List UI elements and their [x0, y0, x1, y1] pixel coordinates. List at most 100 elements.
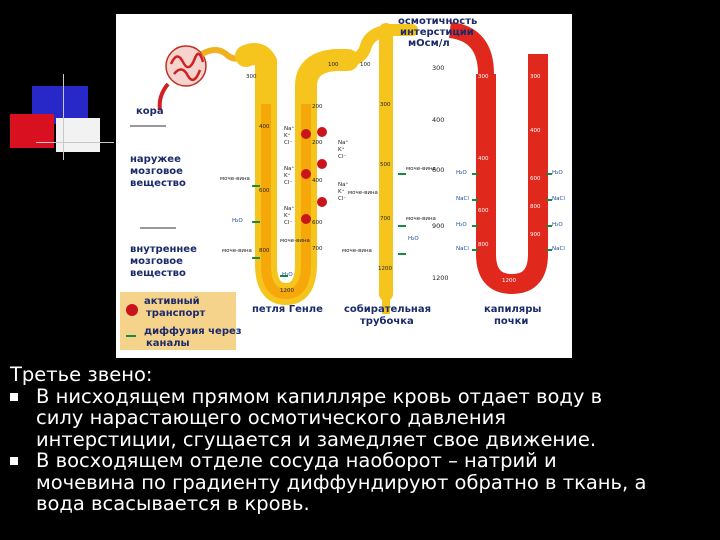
capillary-value: 600	[478, 208, 489, 214]
capillary-value: 800	[530, 204, 541, 210]
capillary-value: 400	[530, 128, 541, 134]
legend-active-2: транспорт	[146, 308, 205, 319]
ion-label: Cl⁻	[284, 140, 292, 146]
urea-label: моче-вина	[406, 166, 436, 172]
caption-capillaries-2: почки	[494, 316, 528, 327]
loop-value: 200	[312, 140, 323, 146]
caption-loop-of-henle: петля Генле	[252, 304, 323, 315]
salt-label: NaCl	[552, 196, 565, 202]
caption-capillaries-1: капиляры	[484, 304, 541, 315]
zone-cortex-label: кора	[136, 106, 164, 117]
active-transport-icon	[126, 304, 138, 316]
capillary-value: 400	[478, 156, 489, 162]
urea-label: моче-вина	[280, 238, 310, 244]
bullet-square-icon	[10, 392, 18, 401]
ion-labels: Na⁺ K⁺ Cl⁻ Na⁺ K⁺ Cl⁻ Na⁺ K⁺ Cl⁻ Na⁺ K⁺ …	[284, 125, 348, 226]
ion-label: Cl⁻	[284, 220, 292, 226]
capillary-values: 300 300 400 400 600 600 800 800 900 1200	[478, 74, 541, 284]
water-salt-labels: H₂O H₂O H₂O H₂O NaCl H₂O NaCl H₂O NaCl H…	[232, 170, 565, 278]
zone-inner-label-3: вещество	[130, 268, 186, 279]
loop-value: 400	[259, 124, 270, 130]
urea-label: моче-вина	[406, 216, 436, 222]
urea-labels: моче-вина моче-вина моче-вина моче-вина …	[220, 166, 436, 254]
slide-title: Третье звено:	[10, 363, 153, 386]
ion-label: K⁺	[284, 132, 291, 139]
duct-value: 100	[360, 62, 371, 68]
scale-value: 600	[432, 166, 444, 174]
ion-label: K⁺	[338, 146, 345, 153]
loop-value: 300	[246, 74, 257, 80]
header-line-3: мОсм/л	[408, 38, 450, 49]
bullet-line: интерстиции, сгущается и замедляет свое …	[36, 427, 597, 451]
decor-horizontal-line	[36, 142, 114, 143]
urea-label: моче-вина	[342, 248, 372, 254]
duct-value: 300	[380, 102, 391, 108]
loop-value: 800	[259, 248, 270, 254]
legend-diffusion-1: диффузия через	[144, 325, 242, 337]
water-label: H₂O	[456, 170, 467, 176]
zone-outer-label-2: мозговое	[130, 166, 183, 177]
active-transport-pumps	[301, 127, 327, 224]
bullet-line: В восходящем отделе сосуда наоборот – на…	[36, 449, 557, 472]
salt-label: NaCl	[456, 196, 469, 202]
bullet-item: В нисходящем прямом капилляре кровь отда…	[10, 384, 710, 408]
ion-label: Na⁺	[284, 205, 294, 212]
bullet-line: силу нарастающего осмотического давления	[36, 406, 506, 429]
loop-values: 300 100 200 400 200 600 400 800 600 700 …	[246, 62, 339, 294]
caption-duct-2: трубочка	[360, 315, 414, 327]
capillary-value: 300	[478, 74, 489, 80]
osmolality-scale: 300 400 600 900 1200	[432, 64, 449, 282]
ion-label: K⁺	[338, 188, 345, 195]
header-line-2: интерстиции	[400, 27, 474, 38]
water-label: H₂O	[552, 222, 563, 228]
kidney-countercurrent-diagram: осмотичность интерстиции мОсм/л кора нар…	[116, 14, 572, 358]
ion-label: Na⁺	[284, 125, 294, 132]
duct-value: 1200	[378, 266, 392, 272]
ion-label: Na⁺	[284, 165, 294, 172]
bullet-line: вода всасывается в кровь.	[36, 492, 310, 515]
water-label: H₂O	[552, 170, 563, 176]
loop-value: 1200	[280, 288, 294, 294]
slide-text: Третье звено: В нисходящем прямом капилл…	[10, 364, 710, 515]
zone-inner-label-2: мозговое	[130, 256, 183, 267]
bullet-square-icon	[10, 457, 18, 465]
ion-label: Cl⁻	[338, 196, 346, 202]
capillary-value: 900	[530, 232, 541, 238]
ion-label: Cl⁻	[284, 180, 292, 186]
capillary-value: 600	[530, 176, 541, 182]
scale-value: 400	[432, 116, 444, 124]
loop-value: 600	[259, 188, 270, 194]
salt-label: NaCl	[552, 246, 565, 252]
loop-value: 600	[312, 220, 323, 226]
decor-vertical-line	[63, 74, 64, 160]
zone-inner-label-1: внутреннее	[130, 244, 197, 255]
urea-label: моче-вина	[220, 176, 250, 182]
legend-diffusion-2: каналы	[146, 338, 190, 349]
header-line-1: осмотичность	[398, 16, 477, 27]
capillary-value: 1200	[502, 278, 516, 284]
zone-outer-label-1: наружее	[130, 154, 181, 165]
legend: активный транспорт диффузия через каналы	[120, 292, 242, 350]
scale-value: 1200	[432, 274, 449, 282]
bullet-line: В нисходящем прямом капилляре кровь отда…	[36, 384, 603, 408]
water-label: H₂O	[408, 236, 419, 242]
loop-value: 700	[312, 246, 323, 252]
capillary-loop	[448, 22, 548, 295]
urea-label: моче-вина	[222, 248, 252, 254]
salt-label: NaCl	[456, 246, 469, 252]
loop-value: 400	[312, 178, 323, 184]
loop-value: 100	[328, 62, 339, 68]
caption-duct-1: собирательная	[344, 303, 431, 315]
duct-value: 500	[380, 162, 391, 168]
water-label: H₂O	[232, 218, 243, 224]
bullet-line: мочевина по градиенту диффундируют обрат…	[36, 470, 647, 494]
legend-active-1: активный	[144, 296, 200, 307]
capillary-value: 300	[530, 74, 541, 80]
duct-values: 100 300 500 700 1200	[360, 62, 392, 272]
duct-value: 700	[380, 216, 391, 222]
capillary-value: 800	[478, 242, 489, 248]
ion-label: Na⁺	[338, 181, 348, 188]
water-label: H₂O	[456, 222, 467, 228]
bullet-item: В восходящем отделе сосуда наоборот – на…	[10, 450, 710, 472]
glomerulus	[157, 45, 248, 111]
